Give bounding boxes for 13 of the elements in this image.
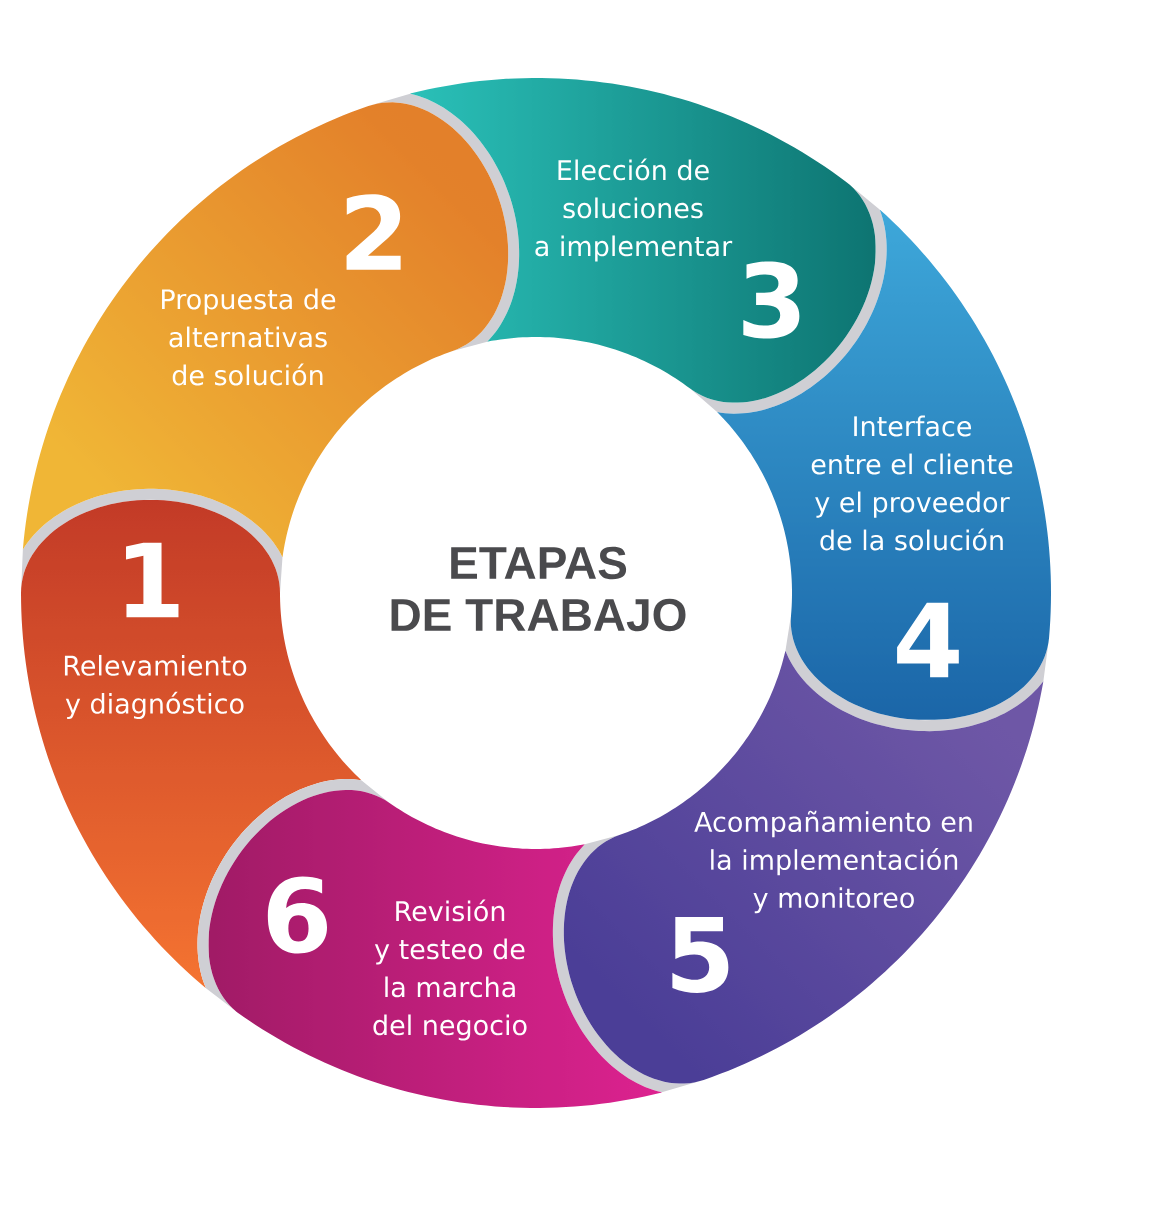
step-label: Interface entre el cliente y el proveedor de la solución (811, 415, 1013, 551)
step-label: Propuesta de alternativas de solución (162, 288, 336, 386)
step-label: Relevamiento y diagnóstico (64, 654, 247, 720)
step-number: 1 (126, 542, 179, 618)
heading: ETAPAS DE TRABAJO (391, 546, 686, 632)
step-label: Revisión y testeo de la marcha del negocio (373, 899, 527, 1041)
step-label: Acompañamiento en la implementación y monitoreo (694, 810, 972, 914)
step-number: 4 (897, 602, 959, 678)
step-number: 6 (267, 876, 327, 954)
step-number: 5 (672, 917, 729, 993)
step-number: 3 (743, 261, 800, 339)
step-label: Elección de soluciones a implementar (535, 158, 733, 262)
step-number: 2 (346, 194, 401, 270)
